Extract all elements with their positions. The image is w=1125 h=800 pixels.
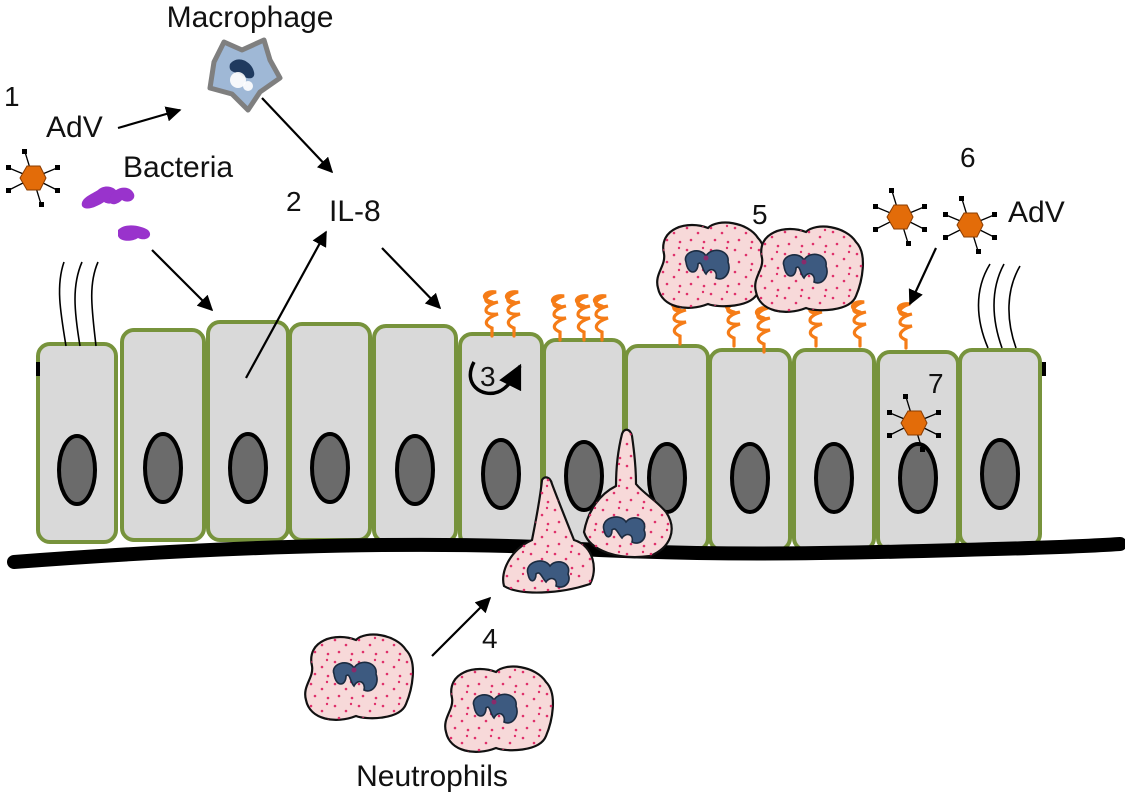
step-4: 4	[482, 623, 498, 654]
adv-label-right: AdV	[1008, 196, 1065, 229]
receptor-icon	[574, 294, 592, 342]
cilia-icon	[58, 261, 99, 347]
neutrophil-icon	[656, 221, 767, 309]
arrow-adv-to-cell	[908, 247, 937, 306]
receptor-icon	[754, 306, 772, 354]
receptor-icon	[550, 294, 568, 342]
adv-label-left: AdV	[46, 111, 103, 144]
receptor-icon	[724, 300, 742, 348]
epithelial-cell	[206, 320, 290, 542]
junction-mark	[1042, 362, 1046, 376]
arrow-neutrophil-migration	[431, 596, 492, 657]
cell-nucleus	[228, 432, 268, 504]
virus-icon	[942, 195, 998, 255]
neutrophils-label: Neutrophils	[356, 760, 508, 793]
receptor-icon	[482, 290, 500, 338]
neutrophil-icon	[444, 665, 555, 753]
step-1: 1	[4, 81, 20, 112]
arrow-bacteria-to-cell	[151, 249, 214, 312]
neutrophil-icon	[582, 428, 673, 559]
cell-nucleus	[898, 442, 938, 514]
neutrophil-icon	[304, 633, 415, 721]
bacteria-label: Bacteria	[123, 151, 233, 184]
receptor-icon	[504, 290, 522, 338]
virus-icon	[5, 148, 61, 208]
step-6: 6	[960, 142, 976, 173]
cell-nucleus	[395, 434, 435, 506]
il8-label: IL-8	[329, 195, 381, 228]
cell-nucleus	[481, 438, 521, 510]
arrow-adv-to-macrophage	[117, 106, 182, 130]
bacteria-icon	[81, 186, 151, 241]
neutrophil-icon	[754, 225, 865, 313]
cell-nucleus	[980, 438, 1020, 510]
step-5: 5	[752, 199, 768, 230]
arrow-autocrine-loop	[468, 361, 522, 396]
virus-icon	[872, 187, 928, 247]
cell-nucleus	[143, 432, 183, 504]
arrow-il8-to-receptors	[381, 247, 442, 310]
receptor-icon	[896, 302, 914, 350]
step-3: 3	[480, 361, 496, 392]
neutrophil-icon	[502, 476, 595, 594]
junction-mark	[36, 362, 40, 376]
step-7: 7	[928, 368, 944, 399]
receptor-icon	[850, 300, 868, 348]
macrophage-icon	[207, 37, 283, 113]
cilia-icon	[977, 263, 1021, 349]
arrow-cell-to-il8	[245, 230, 327, 379]
arrow-macrophage-to-il8	[261, 97, 334, 174]
cell-nucleus	[564, 440, 604, 512]
receptor-icon	[592, 294, 610, 342]
cell-nucleus	[57, 434, 97, 506]
cell-nucleus	[730, 442, 770, 514]
cell-nucleus	[310, 432, 350, 504]
step-2: 2	[286, 186, 302, 217]
macrophage-label: Macrophage	[167, 1, 334, 34]
arrow-group	[117, 97, 937, 657]
cell-nucleus	[814, 442, 854, 514]
